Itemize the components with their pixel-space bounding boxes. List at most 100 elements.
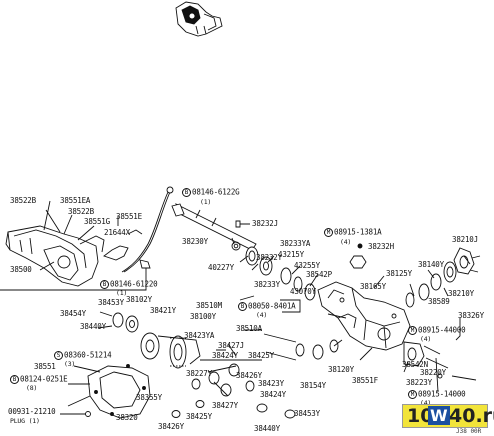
front-axle-housing [5, 225, 105, 287]
part-label-38453y: 38453Y [98, 298, 124, 307]
site-logo: 10 W 40.ru [402, 404, 494, 428]
part-label-38421y: 38421Y [150, 306, 176, 315]
part-label-43070y: 43070Y [290, 287, 316, 296]
part-label-38230y: 38230Y [182, 237, 208, 246]
part-label-38542p: 38542P [306, 270, 332, 279]
logo-text-part1: 10 [407, 405, 434, 427]
part-qty-00931-21210: PLUG (1) [10, 417, 40, 425]
part-qty-08915-1381a: (4) [340, 238, 352, 246]
part-label-08050-8401a-text: 08050-8401A [248, 301, 296, 311]
logo-text-part3: 40.ru [449, 405, 494, 427]
part-label-38100y: 38100Y [190, 312, 216, 321]
circle-m-marker: M [408, 390, 417, 399]
part-label-38223y: 38223Y [406, 378, 432, 387]
part-label-38232h: 38232H [368, 242, 394, 251]
part-label-38232j: 38232J [252, 219, 278, 228]
part-label-38551g: 38551G [84, 217, 110, 226]
detached-gear-part [175, 1, 223, 37]
part-label-38500: 38500 [10, 265, 32, 274]
part-label-38453y-b: 38453Y [294, 409, 320, 418]
left-bearing-stack [239, 246, 316, 301]
part-qty-08146-61220: (1) [116, 289, 128, 297]
circle-b-marker: B [182, 188, 191, 197]
part-label-38233y: 38233Y [254, 280, 280, 289]
drive-shaft-cable [103, 186, 174, 273]
part-label-38551e: 38551E [116, 212, 142, 221]
part-label-38426y: 38426Y [236, 371, 262, 380]
part-label-38551: 38551 [34, 362, 56, 371]
part-label-38165y: 38165Y [360, 282, 386, 291]
part-label-38355y: 38355Y [136, 393, 162, 402]
part-label-38210j: 38210J [452, 235, 478, 244]
part-label-38425y-b: 38425Y [186, 412, 212, 421]
part-label-40227y: 40227Y [208, 263, 234, 272]
diff-case-assembly [140, 332, 201, 365]
part-label-08124-0251e-text: 08124-0251E [20, 374, 68, 384]
part-label-38140y: 38140Y [418, 260, 444, 269]
circle-b-marker: B [238, 302, 247, 311]
part-qty-08915-44000: (4) [420, 335, 432, 343]
part-label-38424y: 38424Y [212, 351, 238, 360]
part-label-38440y-b: 38440Y [254, 424, 280, 433]
part-label-38522b-b: 38522B [68, 207, 94, 216]
right-axle-seal [453, 247, 481, 275]
part-label-38232y: 38232Y [256, 253, 282, 262]
spider-gears [191, 359, 262, 397]
part-label-38426y-b: 38426Y [158, 422, 184, 431]
part-label-08915-44000-text: 08915-44000 [418, 325, 466, 335]
part-label-38551ea: 38551EA [60, 196, 91, 205]
circle-m-marker: M [408, 326, 417, 335]
part-label-38220y: 38220Y [420, 368, 446, 377]
part-label-38120y: 38120Y [328, 365, 354, 374]
part-label-38510m: 38510M [196, 301, 222, 310]
part-label-08360-51214-text: 08360-51214 [64, 350, 112, 360]
part-label-38227y: 38227Y [186, 369, 212, 378]
part-qty-08360-51214: (3) [64, 360, 76, 368]
ring-gear [169, 335, 187, 369]
part-label-38233ya: 38233YA [280, 239, 311, 248]
part-label-38425y: 38425Y [248, 351, 274, 360]
part-label-08146-6122g-text: 08146-6122G [192, 187, 240, 197]
part-label-38427y: 38427Y [212, 401, 238, 410]
logo-text-part2: W [428, 406, 450, 425]
part-label-38542n: 38542N [402, 360, 428, 369]
part-label-38423ya: 38423YA [184, 331, 215, 340]
part-qty-08050-8401a: (4) [256, 311, 268, 319]
part-label-08915-1381a-text: 08915-1381A [334, 227, 382, 237]
differential-carrier [317, 281, 411, 351]
circle-m-marker: M [324, 228, 333, 237]
part-label-38125y: 38125Y [386, 269, 412, 278]
inset-frame-line [0, 262, 147, 291]
part-label-38427j: 38427J [218, 341, 244, 350]
part-qty-08915-14000: (4) [420, 399, 432, 407]
part-label-21644x: 21644X [104, 228, 130, 237]
part-label-38589: 38589 [428, 297, 450, 306]
part-label-38102y: 38102Y [126, 295, 152, 304]
part-label-38440y: 38440Y [80, 322, 106, 331]
circle-b-marker: B [100, 280, 109, 289]
companion-flange [403, 341, 425, 367]
part-qty-08124-0251e: (8) [26, 384, 38, 392]
part-label-38154y: 38154Y [300, 381, 326, 390]
figure-code: J38 00R [456, 428, 482, 435]
part-label-38510a: 38510A [236, 324, 262, 333]
circle-s-marker: S [54, 351, 63, 360]
part-label-08915-14000-text: 08915-14000 [418, 389, 466, 399]
part-label-38210y: 38210Y [448, 289, 474, 298]
part-label-43215y: 43215Y [278, 250, 304, 259]
part-label-38522b: 38522B [10, 196, 36, 205]
part-label-38551f: 38551F [352, 376, 378, 385]
part-label-38326y: 38326Y [458, 311, 484, 320]
part-label-38454y: 38454Y [60, 309, 86, 318]
part-qty-08146-6122g: (1) [200, 198, 212, 206]
